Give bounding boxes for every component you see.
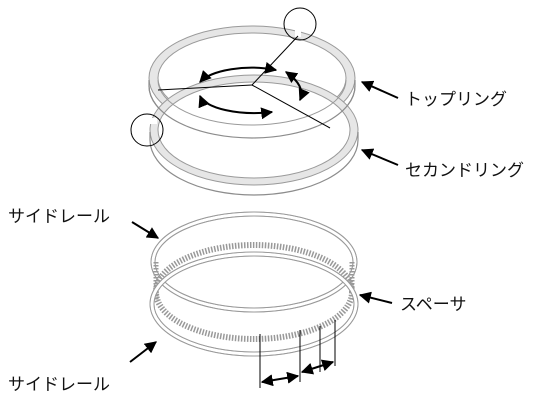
oil-ring-assembly bbox=[149, 211, 359, 388]
gap-angle-arrows bbox=[130, 7, 331, 147]
label-side-rail-bottom: サイドレール bbox=[8, 375, 110, 395]
label-spacer: スペーサ bbox=[400, 295, 466, 315]
label-side-rail-top: サイドレール bbox=[8, 207, 110, 227]
leader-arrows bbox=[129, 80, 399, 363]
second-ring bbox=[147, 74, 359, 196]
label-second-ring: セカンドリング bbox=[405, 161, 524, 181]
label-top-ring: トップリング bbox=[405, 90, 507, 110]
